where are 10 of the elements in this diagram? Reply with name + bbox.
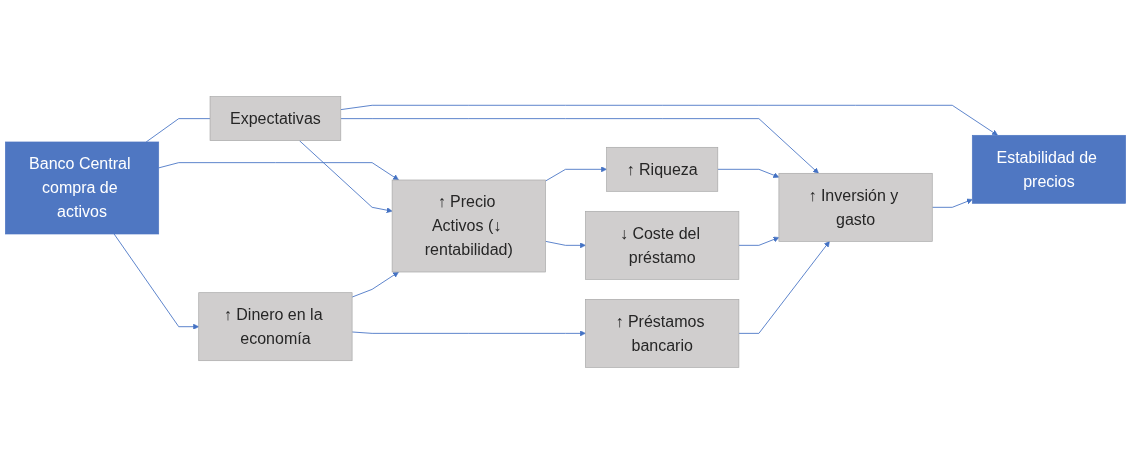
node-box: ↑ Precio Activos (↓ rentabilidad) [391, 179, 546, 273]
node-box: ↑ Dinero en la economía [198, 292, 353, 362]
node-box: Banco Central compra de activos [5, 141, 160, 235]
node-box: Estabilidad de precios [971, 134, 1126, 204]
connector [145, 118, 211, 143]
node-box: Expectativas [209, 96, 342, 141]
node-box: ↑ Riqueza [606, 146, 719, 192]
node-box: ↓ Coste del préstamo [585, 211, 740, 280]
node-box: ↑ Préstamos bancario [585, 299, 740, 368]
node-box: ↑ Inversión y gasto [778, 173, 933, 242]
